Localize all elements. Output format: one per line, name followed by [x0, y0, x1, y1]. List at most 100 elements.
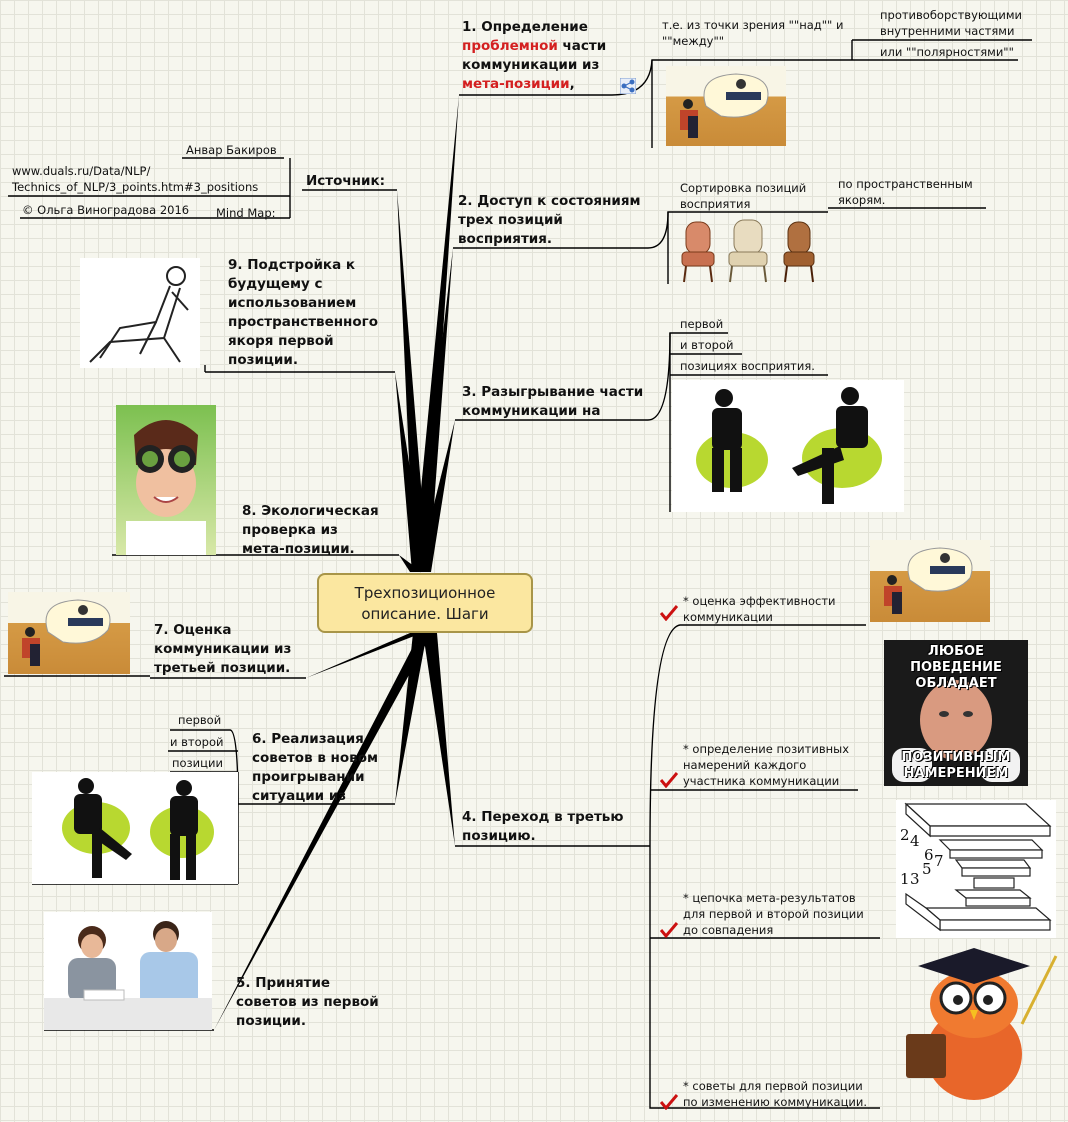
- step1-sub2[interactable]: противоборствующими внутренними частями: [880, 7, 1022, 39]
- step5-image-consultation: [44, 912, 212, 1030]
- step6-sub1[interactable]: первой: [178, 713, 222, 727]
- link-icon[interactable]: [619, 77, 637, 95]
- step7-image-meta-position: [8, 592, 130, 674]
- step4-image-stairs: 2 4 6 5 7 1 3: [896, 800, 1056, 938]
- step3-sub2[interactable]: и второй: [680, 338, 734, 352]
- step9-topic[interactable]: 9. Подстройка к будущему с использование…: [228, 256, 378, 370]
- step6-sub3[interactable]: позиции: [172, 756, 223, 770]
- step9-line1: 9. Подстройка к: [228, 257, 356, 273]
- step2-line1: 2. Доступ к состояниям: [458, 193, 641, 209]
- step1-image-meta-position: [666, 66, 786, 146]
- step1-line3: коммуникации из: [462, 57, 600, 73]
- step1-line2-rest: части: [557, 38, 607, 54]
- stairs-number-1: 1: [900, 870, 910, 888]
- step4-sub-c-line3: до совпадения: [683, 923, 774, 937]
- source-author[interactable]: Анвар Бакиров: [186, 143, 277, 157]
- stairs-number-2: 2: [900, 826, 910, 844]
- step9-line3: использованием: [228, 295, 357, 311]
- step4-sub-b-line1: * определение позитивных: [683, 742, 850, 756]
- meme-bottom-line2: НАМЕРЕНИЕМ: [903, 766, 1009, 781]
- step6-sub2[interactable]: и второй: [170, 735, 224, 749]
- step5-line2: советов из первой: [236, 994, 379, 1010]
- step4-line1: 4. Переход в третью: [462, 809, 624, 825]
- step9-line4: пространственного: [228, 314, 378, 330]
- step2-sub2[interactable]: по пространственным якорям.: [838, 176, 973, 208]
- step6-topic[interactable]: 6. Реализация советов в новом проигрыван…: [252, 730, 378, 806]
- step5-line1: 5. Принятие: [236, 975, 331, 991]
- step1-line4-rest: ,: [569, 76, 575, 92]
- step4-sub-d-line1: * советы для первой позиции: [683, 1079, 863, 1093]
- stairs-number-3: 3: [910, 870, 920, 888]
- step3-line2: коммуникации на: [462, 403, 601, 419]
- step2-sub1-line2: восприятия: [680, 197, 751, 211]
- step4-sub-d[interactable]: * советы для первой позиции по изменению…: [683, 1078, 867, 1110]
- central-topic-line1: Трехпозиционное: [354, 584, 496, 602]
- step9-image-reclining-man: [80, 258, 200, 368]
- step7-line3: третьей позиции.: [154, 660, 291, 676]
- step4-sub-c-line1: * цепочка мета-результатов: [683, 891, 856, 905]
- step4-sub-a[interactable]: * оценка эффективности коммуникации: [683, 593, 836, 625]
- step2-sub1-line1: Сортировка позиций: [680, 181, 807, 195]
- step6-line3: проигрывании: [252, 769, 365, 785]
- step1-sub1-line1: т.е. из точки зрения ""над"" и: [662, 18, 844, 32]
- step2-sub2-line1: по пространственным: [838, 177, 973, 191]
- step2-line3: восприятия.: [458, 231, 553, 247]
- step4-sub-d-line2: по изменению коммуникации.: [683, 1095, 868, 1109]
- step2-topic[interactable]: 2. Доступ к состояниям трех позиций восп…: [458, 192, 641, 249]
- check-icon: [659, 605, 679, 622]
- meme-top-line1: ЛЮБОЕ ПОВЕДЕНИЕ: [910, 644, 1002, 675]
- stairs-number-5: 5: [922, 860, 932, 878]
- step3-sub3[interactable]: позициях восприятия.: [680, 359, 815, 373]
- step9-line5: якоря первой: [228, 333, 334, 349]
- step2-sub2-line2: якорям.: [838, 193, 886, 207]
- step9-line6: позиции.: [228, 352, 298, 368]
- central-topic[interactable]: Трехпозиционное описание. Шаги: [317, 573, 533, 633]
- step3-topic[interactable]: 3. Разыгрывание части коммуникации на: [462, 383, 643, 421]
- step5-topic[interactable]: 5. Принятие советов из первой позиции.: [236, 974, 379, 1031]
- step4-topic[interactable]: 4. Переход в третью позицию.: [462, 808, 623, 846]
- step5-line3: позиции.: [236, 1013, 306, 1029]
- step8-line2: проверка из: [242, 522, 338, 538]
- step1-sub3[interactable]: или ""полярностями"": [880, 45, 1014, 59]
- step1-sub1[interactable]: т.е. из точки зрения ""над"" и ""между"": [662, 17, 843, 49]
- step4-image-meta-position: [870, 540, 990, 622]
- step6-line1: 6. Реализация: [252, 731, 364, 747]
- step1-line1: 1. Определение: [462, 19, 588, 35]
- person-icon: [712, 389, 742, 492]
- check-icon: [659, 1094, 679, 1111]
- step7-topic[interactable]: 7. Оценка коммуникации из третьей позици…: [154, 621, 291, 678]
- step8-topic[interactable]: 8. Экологическая проверка из мета-позици…: [242, 502, 379, 559]
- step1-topic[interactable]: 1. Определение проблемной части коммуник…: [462, 18, 606, 94]
- stairs-number-6: 6: [924, 846, 934, 864]
- step8-line1: 8. Экологическая: [242, 503, 379, 519]
- source-mindmap[interactable]: Mind Map:: [216, 206, 276, 220]
- step4-sub-b-line2: намерений каждого: [683, 758, 807, 772]
- step3-sub1[interactable]: первой: [680, 317, 724, 331]
- step7-line1: 7. Оценка: [154, 622, 232, 638]
- step2-line2: трех позиций: [458, 212, 563, 228]
- meme-bottom-text: ПОЗИТИВНЫМ НАМЕРЕНИЕМ: [884, 750, 1028, 782]
- step6-line4: ситуации из: [252, 788, 347, 804]
- binoculars-icon: [116, 405, 216, 555]
- step4-sub-c[interactable]: * цепочка мета-результатов для первой и …: [683, 890, 864, 938]
- source-label[interactable]: Источник:: [306, 173, 386, 189]
- step2-image-chairs: [674, 218, 824, 286]
- step6-line2: советов в новом: [252, 750, 379, 766]
- step1-highlight: проблемной: [462, 38, 558, 54]
- central-topic-line2: описание. Шаги: [361, 605, 489, 623]
- source-url[interactable]: www.duals.ru/Data/NLP/ Technics_of_NLP/3…: [12, 163, 258, 195]
- source-url-line1: www.duals.ru/Data/NLP/: [12, 164, 151, 178]
- step6-image-two-people: [32, 772, 238, 884]
- step4-line2: позицию.: [462, 828, 536, 844]
- step3-line1: 3. Разыгрывание части: [462, 384, 644, 400]
- step4-sub-b[interactable]: * определение позитивных намерений каждо…: [683, 741, 849, 789]
- step8-line3: мета-позиции.: [242, 541, 355, 557]
- step1-sub2-line2: внутренними частями: [880, 24, 1015, 38]
- step2-sub1[interactable]: Сортировка позиций восприятия: [680, 180, 806, 212]
- step1-line4: мета-позиции,: [462, 75, 606, 94]
- chair-icon: [681, 221, 715, 283]
- step3-image-two-people: [672, 380, 904, 512]
- check-icon: [659, 922, 679, 939]
- source-copyright[interactable]: © Ольга Виноградова 2016: [22, 203, 190, 217]
